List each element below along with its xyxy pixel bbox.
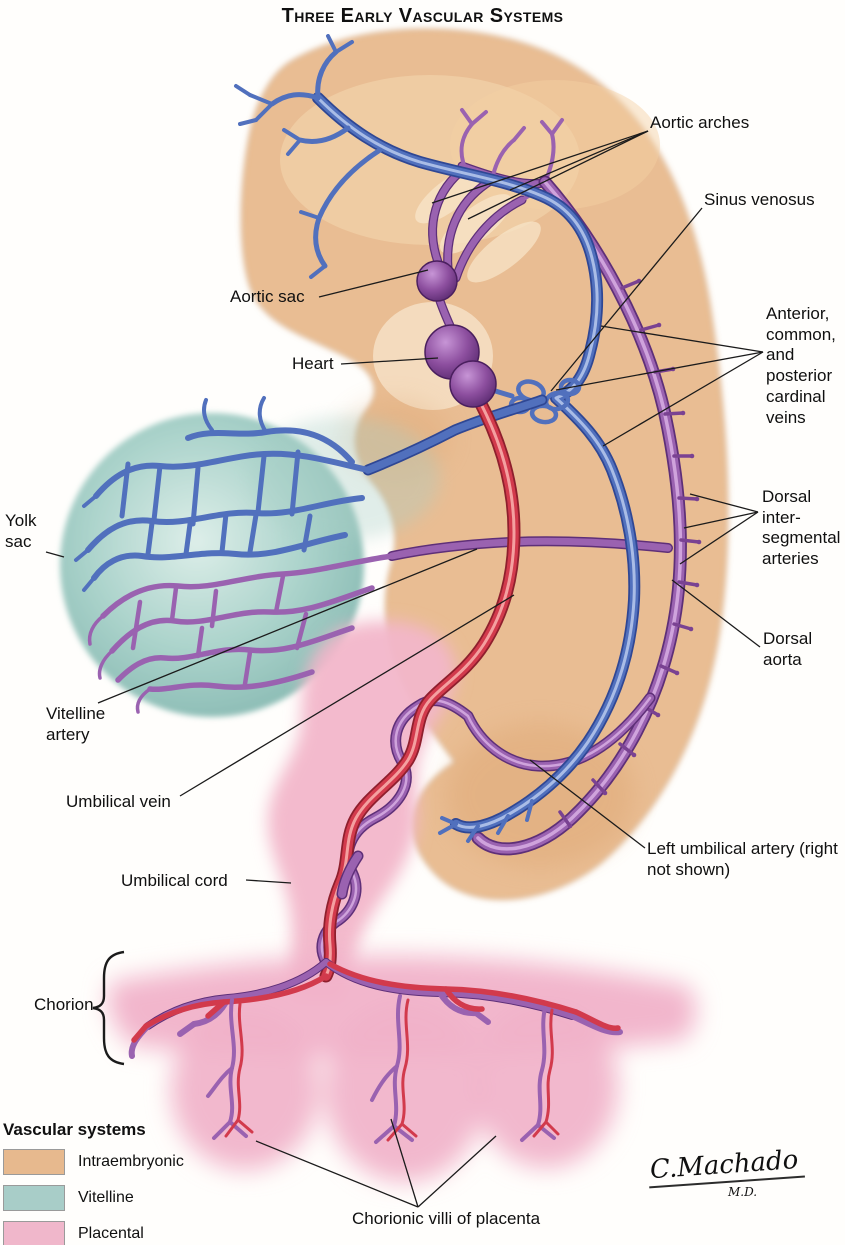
leader-cardinal-2: [555, 351, 764, 391]
leader-intersegmental-3: [679, 511, 759, 565]
leader-aortic-arches-2: [467, 130, 649, 220]
leader-villi-1: [255, 1140, 419, 1208]
legend-swatch-placental: [3, 1221, 65, 1245]
leader-aortic-sac: [318, 269, 429, 298]
label-cardinal-veins: Anterior, common, and posterior cardinal…: [766, 304, 836, 427]
label-chorionic-villi: Chorionic villi of placenta: [352, 1209, 541, 1228]
vitelline-vein-vessel: [364, 396, 546, 474]
chorion-purple: [128, 959, 623, 1059]
leader-umbilical-vein: [179, 594, 515, 797]
label-aortic-sac: Aortic sac: [230, 287, 305, 306]
label-umbilical-cord: Umbilical cord: [121, 871, 228, 890]
leader-cardinal-3: [602, 351, 764, 447]
vitelline-vein-twigs: [74, 396, 268, 592]
vitelline-artery-mesh-links: [130, 573, 309, 687]
legend-label-intraembryonic: Intraembryonic: [78, 1153, 184, 1170]
aortic-sac-shape: [416, 260, 458, 302]
embryo-body: [240, 28, 729, 901]
label-vitelline-artery: Vitelline artery: [46, 704, 106, 744]
legend-item-placental: Placental: [3, 1221, 243, 1245]
legend-item-intraembryonic: Intraembryonic: [3, 1149, 243, 1175]
label-left-umbilical-artery: Left umbilical artery (right not shown): [647, 839, 838, 879]
label-sinus-venosus: Sinus venosus: [704, 190, 815, 209]
leader-dorsal-aorta: [671, 579, 761, 648]
pharyngeal-arch-band: [467, 221, 541, 283]
signature-name: C.Machado: [647, 1144, 806, 1189]
tail-vein-twigs: [438, 799, 534, 843]
leader-cardinal-1: [600, 325, 764, 353]
leader-villi-3: [417, 1135, 497, 1208]
villi-purple: [206, 994, 556, 1144]
legend-swatch-vitelline: [3, 1185, 65, 1211]
vein-network: [74, 34, 641, 843]
leader-umbilical-cord: [245, 879, 292, 884]
pharyngeal-arch-band: [439, 194, 513, 254]
head-vein-twigs: [234, 34, 354, 279]
vascular-systems-legend: Vascular systems Intraembryonic Vitellin…: [3, 1120, 243, 1245]
chorion-brace: [92, 950, 125, 1066]
vitelline-vein-mesh-links: [119, 449, 313, 557]
label-aortic-arches: Aortic arches: [650, 113, 750, 132]
heart-shape: [416, 260, 497, 408]
label-intersegmental-arteries: Dorsal inter-segmental arteries: [762, 487, 841, 569]
legend-heading: Vascular systems: [3, 1120, 146, 1139]
leader-sinus-venosus: [550, 207, 703, 392]
chorion-red: [131, 961, 621, 1043]
leader-intersegmental-2: [683, 511, 759, 529]
diagram-title: Three Early Vascular Systems: [281, 5, 564, 27]
leader-vitelline-artery: [97, 548, 478, 704]
vitelline-artery-mesh: [100, 553, 395, 693]
vitelline-artery-tendrils: [87, 614, 152, 714]
leader-lines: [45, 130, 764, 1208]
leader-aortic-arches-1: [431, 130, 649, 204]
intersegmental-dots: [567, 278, 702, 829]
legend-item-vitelline: Vitelline: [3, 1185, 243, 1211]
leader-left-umbilical-artery: [529, 759, 646, 849]
yolk-stalk-tint: [250, 416, 440, 540]
leader-villi-2: [390, 1118, 419, 1208]
dorsal-aorta-highlight: [476, 180, 683, 851]
label-dorsal-aorta: Dorsal aorta: [763, 629, 813, 669]
cord-twist-overlay: [336, 850, 364, 900]
umbilical-vein-highlight: [324, 400, 516, 978]
legend-label-vitelline: Vitelline: [78, 1189, 134, 1206]
legend-swatch-intraembryonic: [3, 1149, 65, 1175]
label-heart: Heart: [292, 354, 334, 373]
leader-heart: [340, 357, 439, 365]
cardinal-vein-highlight: [316, 96, 636, 829]
artist-signature: C.Machado M.D.: [647, 1144, 808, 1199]
leader-aortic-arches-3: [509, 130, 649, 191]
label-yolk-sac: Yolk sac: [5, 511, 37, 551]
signature-credential: M.D.: [728, 1185, 758, 1199]
chorion-region: [107, 955, 697, 1182]
umbilical-vein-red: [319, 395, 521, 983]
leader-yolk-sac: [45, 551, 65, 558]
chorion-vessels: [128, 958, 623, 1144]
legend-label-placental: Placental: [78, 1225, 144, 1242]
leader-intersegmental-1: [689, 493, 759, 513]
label-umbilical-vein: Umbilical vein: [66, 792, 171, 811]
head-vein-branches: [269, 49, 383, 269]
label-chorion: Chorion: [34, 995, 94, 1014]
